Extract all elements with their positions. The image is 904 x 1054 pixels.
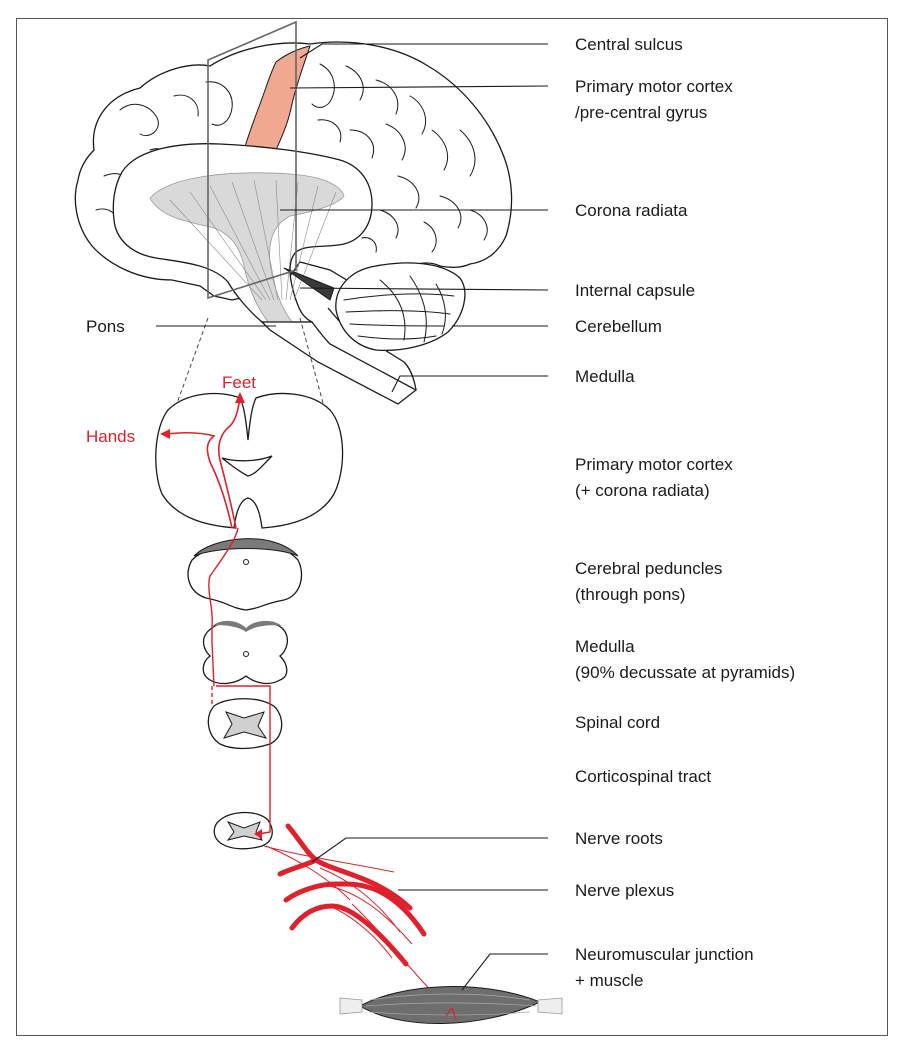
- label-level-cortex-line2: (+ corona radiata): [575, 481, 710, 500]
- nerve-roots-plexus: [264, 826, 450, 1016]
- nerve-plexus-trunk-2: [292, 906, 406, 964]
- label-level-medulla-line2: (90% decussate at pyramids): [575, 663, 795, 682]
- medulla-canal: [244, 652, 249, 657]
- tendon-right: [538, 998, 562, 1014]
- nerve-plexus-trunk-1: [286, 884, 424, 934]
- muscle-body: [360, 987, 540, 1024]
- label-level-peduncles-line2: (through pons): [575, 585, 686, 604]
- label-level-medulla-line1: Medulla: [575, 637, 635, 656]
- leader-nerve-roots: [312, 838, 548, 862]
- brain-illustration: [75, 22, 511, 404]
- label-nerve-plexus: Nerve plexus: [575, 881, 674, 900]
- nerve-root-upper: [280, 826, 316, 874]
- projection-line-left: [176, 318, 208, 406]
- label-feet: Feet: [222, 373, 256, 392]
- label-central-sulcus: Central sulcus: [575, 35, 683, 54]
- label-primary-motor-cortex-line2: /pre-central gyrus: [575, 103, 707, 122]
- label-level-cortex-line1: Primary motor cortex: [575, 455, 733, 474]
- label-primary-motor-cortex-line1: Primary motor cortex: [575, 77, 733, 96]
- label-hands: Hands: [86, 427, 135, 446]
- leader-nmj: [462, 954, 548, 990]
- label-level-corticospinal-tract: Corticospinal tract: [575, 767, 711, 786]
- label-internal-capsule: Internal capsule: [575, 281, 695, 300]
- label-medulla: Medulla: [575, 367, 635, 386]
- label-level-spinal-cord: Spinal cord: [575, 713, 660, 732]
- label-pons: Pons: [86, 317, 125, 336]
- label-nmj-line1: Neuromuscular junction: [575, 945, 754, 964]
- label-nerve-roots: Nerve roots: [575, 829, 663, 848]
- peduncle-aqueduct: [244, 560, 249, 565]
- muscle-illustration: [340, 987, 562, 1024]
- label-level-peduncles-line1: Cerebral peduncles: [575, 559, 722, 578]
- label-cerebellum: Cerebellum: [575, 317, 662, 336]
- label-corona-radiata: Corona radiata: [575, 201, 688, 220]
- label-nmj-line2: + muscle: [575, 971, 644, 990]
- tendon-left: [340, 998, 362, 1014]
